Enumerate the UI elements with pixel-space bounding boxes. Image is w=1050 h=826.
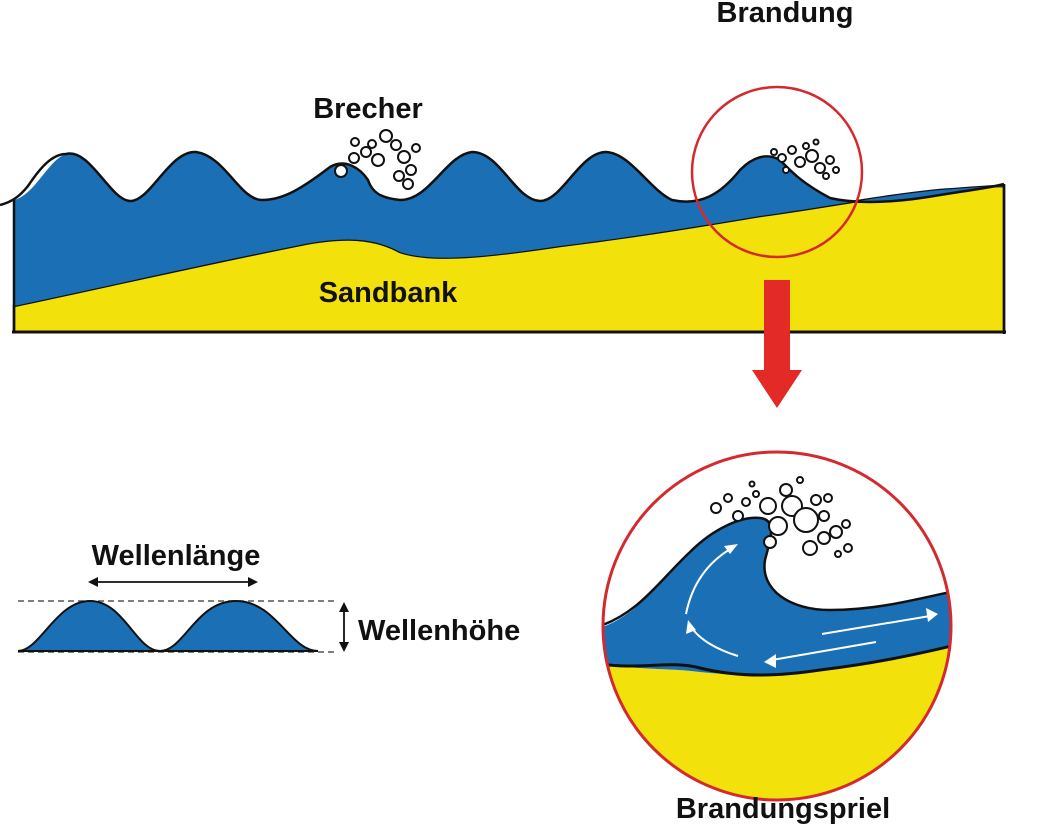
label-wellenhoehe: Wellenhöhe xyxy=(358,615,520,647)
brandung-detail xyxy=(601,450,953,802)
detail-foam xyxy=(710,476,853,558)
brecher-foam xyxy=(334,129,421,190)
coast-cross-section xyxy=(0,85,1006,334)
current-arrows xyxy=(685,544,938,668)
label-brandung: Brandung xyxy=(717,0,854,29)
wave-height-arrow xyxy=(339,602,349,652)
label-brecher: Brecher xyxy=(313,93,423,125)
detail-sand xyxy=(603,644,951,800)
brandung-highlight-circle xyxy=(690,85,864,259)
detail-seabed xyxy=(603,642,951,677)
brandung-foam xyxy=(770,138,840,180)
detail-circle-outline xyxy=(601,450,953,802)
label-sandbank: Sandbank xyxy=(319,277,458,309)
label-brandungspriel: Brandungspriel xyxy=(676,793,890,825)
sample-wave xyxy=(17,599,319,653)
water-area xyxy=(14,151,1004,306)
wavelength-arrow xyxy=(88,577,258,587)
label-wellenlaenge: Wellenlänge xyxy=(92,540,261,572)
wave-parameters-sketch xyxy=(17,577,349,653)
zoom-arrow xyxy=(752,280,802,408)
